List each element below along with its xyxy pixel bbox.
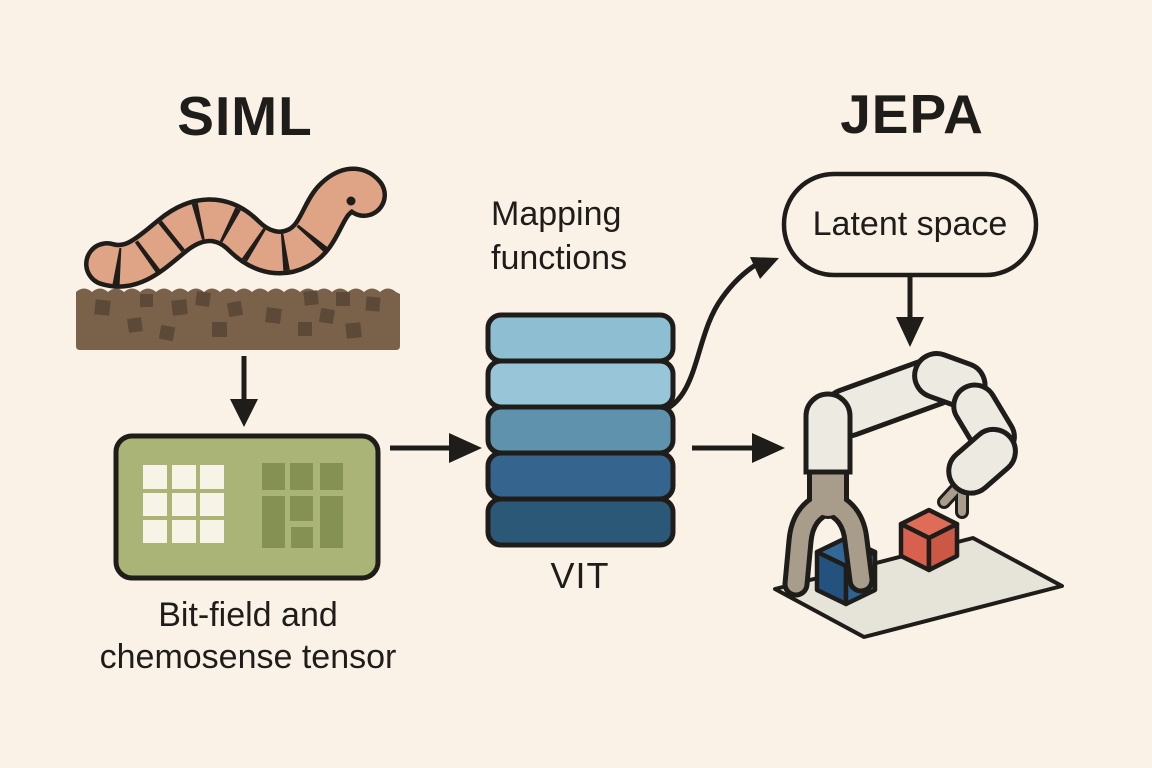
stack-layer-5 [485,496,676,548]
worm-illustration [84,166,387,289]
tensor-caption: Bit-field and chemosense tensor [58,594,438,678]
stack-layer-3 [485,404,676,456]
arrow-tensor-to-vit [390,433,482,463]
stack-layer-2 [485,358,676,410]
jepa-title: JEPA [840,83,984,145]
vit-label: VIT [550,555,610,596]
arrow-soil-to-tensor [230,356,258,427]
soil-surface [76,288,400,350]
siml-title: SIML [177,85,313,147]
latent-space-label: Latent space [812,205,1008,243]
arrow-vit-to-latent [659,257,779,415]
arm-wrist-segment [946,426,1018,496]
tensor-caption-line2: chemosense tensor [99,638,397,676]
red-cube [898,507,960,573]
bitfield-grid [143,465,224,543]
tensor-box [113,433,381,581]
soil-block [76,288,400,350]
mapping-functions-line1: Mapping [491,195,622,233]
latent-space-pill [781,171,1039,278]
mapping-functions-line2: functions [491,239,628,277]
worm-body [88,171,383,285]
mapping-functions-label: Mapping functions [491,192,627,280]
stack-layer-4 [485,450,676,502]
worm-eye [346,196,356,206]
tensor-caption-line1: Bit-field and [158,596,338,634]
soil-speckles [94,290,381,342]
stack-layer-1 [485,312,676,364]
arrow-vit-to-robot [692,433,785,463]
vit-stack [485,312,676,548]
chemosense-grid [262,463,343,548]
arm-base-segment [803,391,853,475]
arrow-latent-to-robot [896,277,924,347]
robot-scene [773,351,1064,639]
